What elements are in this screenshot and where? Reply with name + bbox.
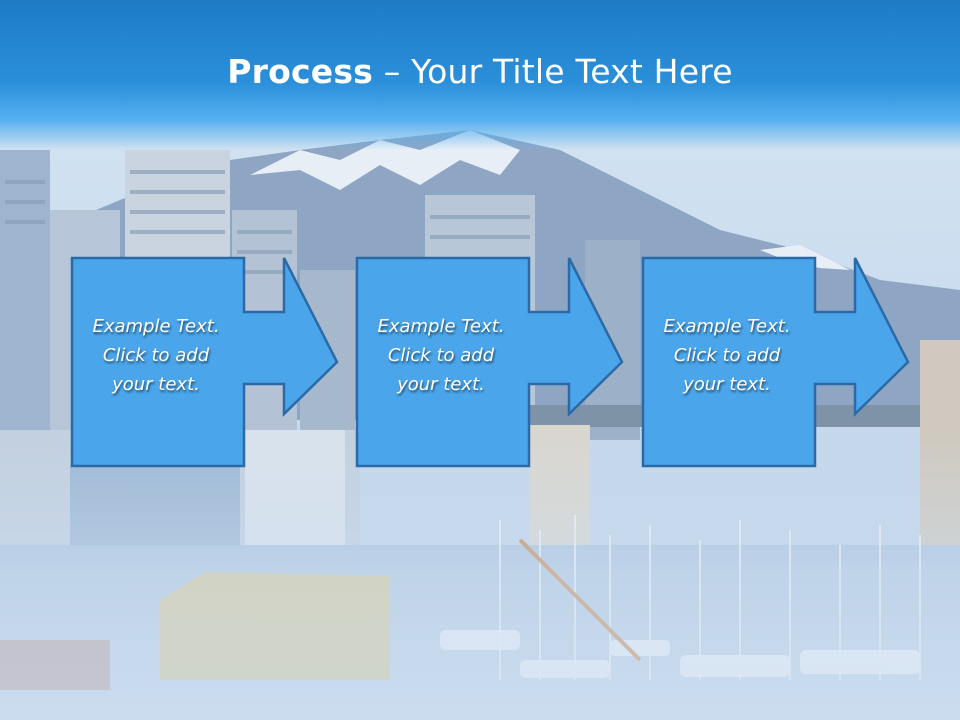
slide-title[interactable]: Process – Your Title Text Here [0, 52, 960, 91]
step-text-line-2: Click to add [387, 345, 495, 366]
step-text-line-2: Click to add [673, 345, 781, 366]
slide-title-bold: Process [227, 52, 374, 91]
step-text-line-1: Example Text. [92, 316, 220, 337]
step-arrow-shape [70, 256, 339, 468]
step-text-line-3: your text. [683, 374, 771, 395]
title-banner [0, 0, 960, 150]
step-text-line-3: your text. [112, 374, 200, 395]
step-text-line-3: your text. [397, 374, 485, 395]
step-text-line-2: Click to add [102, 345, 210, 366]
step-text-line-1: Example Text. [377, 316, 505, 337]
step-text-line-1: Example Text. [663, 316, 791, 337]
slide-title-rest: – Your Title Text Here [373, 52, 733, 91]
step-text: Example Text. Click to add your text. [361, 312, 521, 399]
step-text: Example Text. Click to add your text. [647, 312, 807, 399]
process-step-2[interactable]: Example Text. Click to add your text. [355, 256, 625, 468]
step-arrow-shape [641, 256, 910, 468]
process-step-3[interactable]: Example Text. Click to add your text. [641, 256, 911, 468]
step-arrow-shape [355, 256, 624, 468]
process-step-1[interactable]: Example Text. Click to add your text. [70, 256, 340, 468]
step-text: Example Text. Click to add your text. [76, 312, 236, 399]
